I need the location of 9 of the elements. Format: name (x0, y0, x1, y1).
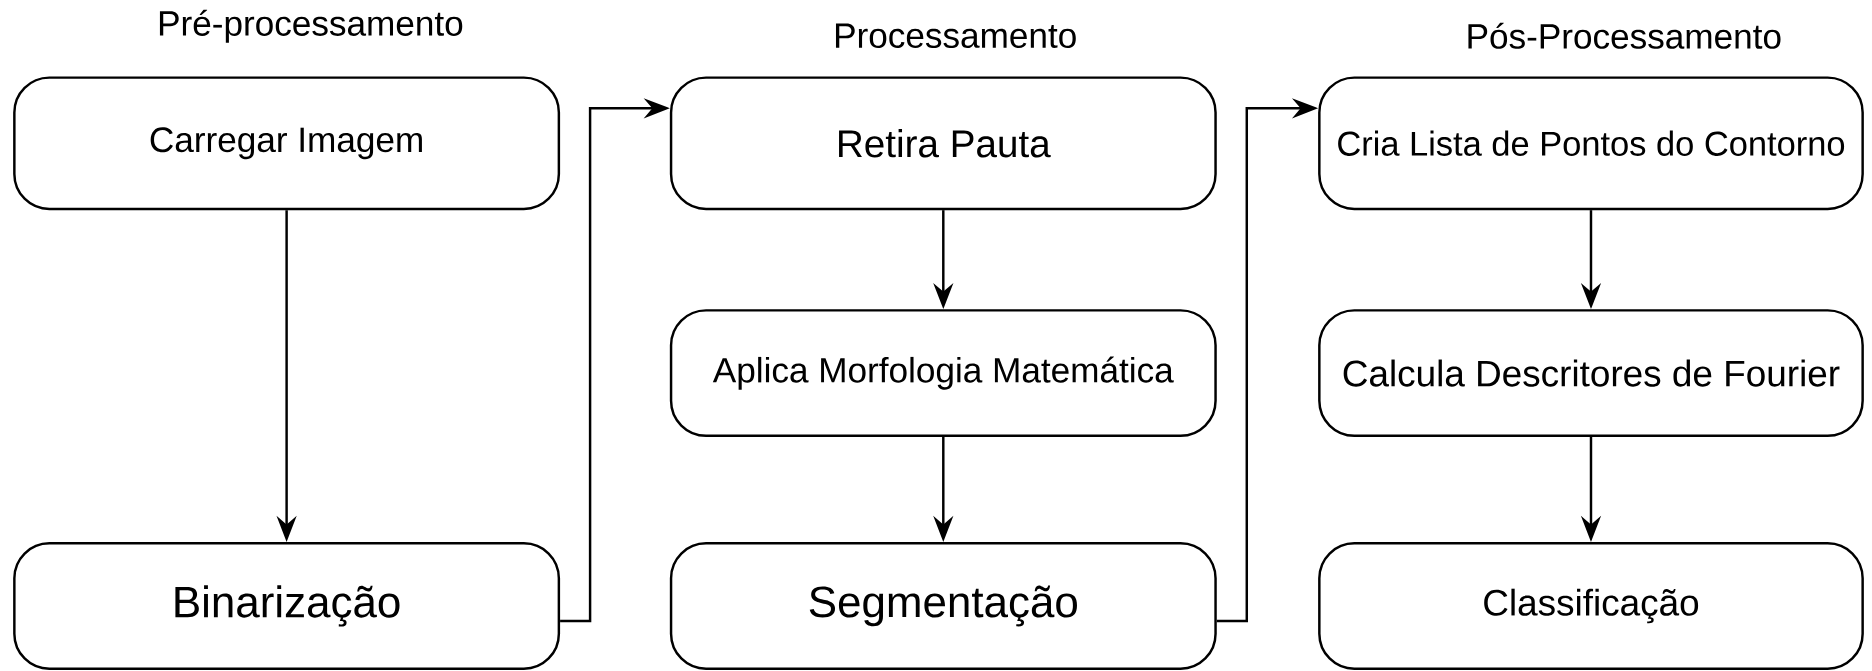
process-box: Classificação (1318, 542, 1864, 670)
process-box: Segmentação (669, 542, 1217, 670)
process-box: Carregar Imagem (13, 76, 561, 211)
process-box: Calcula Descritores de Fourier (1318, 309, 1864, 437)
column-heading: Pré-processamento (159, 9, 463, 43)
process-box: Retira Pauta (669, 76, 1217, 211)
process-box: Cria Lista de Pontos do Contorno (1318, 76, 1864, 211)
process-box: Binarização (13, 542, 561, 670)
process-box: Aplica Morfologia Matemática (669, 309, 1217, 437)
